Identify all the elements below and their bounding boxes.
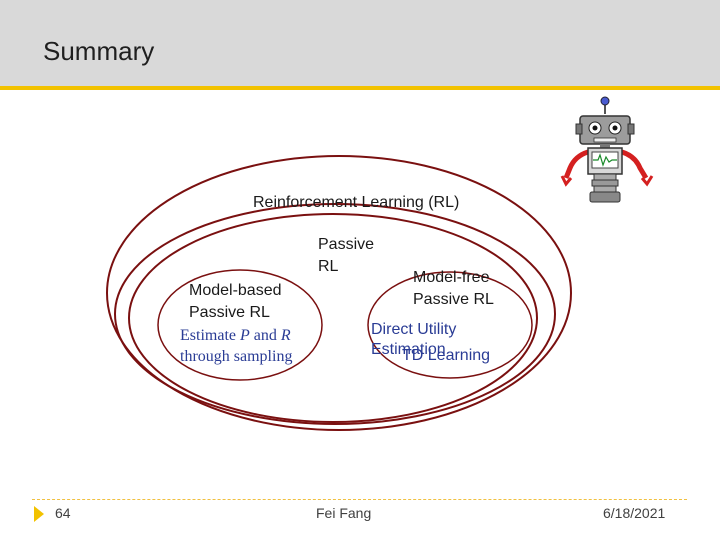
- sampling-text: through sampling: [180, 348, 293, 365]
- model-based-label-line2: Passive RL: [189, 304, 270, 321]
- estimate-and: and: [249, 327, 281, 344]
- direct-utility-label-line1: Direct Utility: [371, 321, 457, 338]
- model-free-label-line1: Model-free: [413, 269, 490, 286]
- model-free-ellipse: [367, 271, 533, 379]
- author-name: Fei Fang: [316, 505, 372, 521]
- passive-rl-ellipse-outer: [114, 203, 556, 425]
- estimate-p-r-text: Estimate P and R: [180, 327, 291, 345]
- model-based-label-line1: Model-based: [189, 282, 282, 299]
- slide-title: Summary: [43, 36, 155, 66]
- robot-icon: [560, 96, 654, 203]
- direct-utility-label-line2: Estimation: [371, 341, 446, 358]
- model-based-ellipse: [157, 269, 323, 381]
- model-free-label-line2: Passive RL: [413, 291, 494, 308]
- td-learning-label: TD Learning: [402, 347, 491, 364]
- estimate-prefix: Estimate: [180, 327, 240, 344]
- rl-outer-ellipse: [106, 155, 572, 431]
- page-number: 64: [55, 505, 71, 521]
- passive-rl-label-line2: RL: [318, 258, 339, 275]
- estimate-p: P: [239, 327, 250, 344]
- triangle-arrow-icon: [34, 506, 44, 522]
- passive-rl-label-line1: Passive: [318, 236, 375, 253]
- rl-label: Reinforcement Learning (RL): [253, 194, 460, 211]
- slide-header: [0, 0, 720, 86]
- footer-divider: [32, 499, 687, 500]
- header-divider: [0, 86, 720, 90]
- slide-date: 6/18/2021: [603, 505, 666, 521]
- estimate-r: R: [280, 327, 291, 344]
- passive-rl-ellipse-inner: [128, 213, 538, 423]
